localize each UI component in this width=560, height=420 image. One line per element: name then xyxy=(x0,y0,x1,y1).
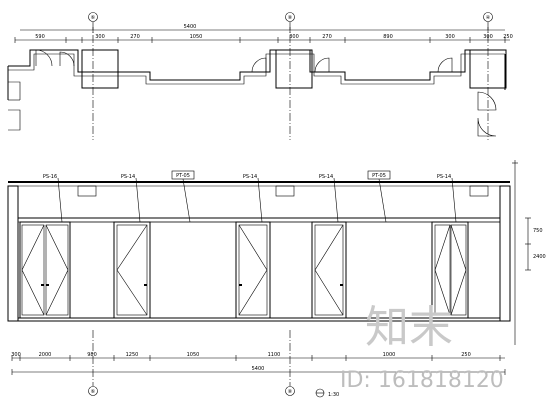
material-tag-5-label: PS-14 xyxy=(319,174,333,180)
elev-dim-seg-4: 1250 xyxy=(126,352,139,358)
plan-dim-seg-10: 250 xyxy=(503,34,513,40)
plan-dim-seg-3: 270 xyxy=(130,34,140,40)
plan-door-swing-5 xyxy=(477,91,497,137)
elev-dim-seg-7: 1000 xyxy=(383,352,396,358)
material-tag-1-label: PS-16 xyxy=(43,174,57,180)
plan-grid-label-2: ⑧ xyxy=(288,15,293,21)
plan-column-1 xyxy=(81,49,119,89)
elev-dim-seg-3: 980 xyxy=(87,352,97,358)
elevation-door-3 xyxy=(235,221,271,319)
elevation-view: PS-16 PS-14 PT-05 PS-14 PS-14 PT-05 PS-1… xyxy=(7,160,546,398)
material-tag-2: PS-14 xyxy=(121,174,141,223)
elevation-beam-3 xyxy=(469,185,489,197)
elev-dim-overall-label: 5400 xyxy=(252,366,265,372)
plan-dim-seg-6: 270 xyxy=(322,34,332,40)
plan-dim-overall-label: 5400 xyxy=(184,24,197,30)
elevation-grid-bubble-2: ⑧ xyxy=(285,330,295,396)
plan-door-swing-1 xyxy=(35,49,75,67)
plan-grid-label-3: ④ xyxy=(486,15,491,21)
material-tag-3-label: PT-05 xyxy=(176,173,190,179)
stone-panel-5 xyxy=(467,221,501,319)
elev-dim-seg-8: 250 xyxy=(461,352,471,358)
material-tag-1: PS-16 xyxy=(43,174,63,223)
plan-wall xyxy=(7,49,506,101)
elevation-right-wall xyxy=(499,185,511,322)
elevation-grid-bubble-1: ⑥ xyxy=(88,330,98,396)
elevation-dimension-segments: 300 2000 980 1250 1050 1100 1000 250 xyxy=(11,352,505,361)
elev-dim-seg-5: 1050 xyxy=(187,352,200,358)
elevation-vertical-dimensions: 750 2400 xyxy=(525,217,546,271)
material-tag-6-label: PT-05 xyxy=(372,173,386,179)
stone-panel-2 xyxy=(149,221,237,319)
watermark-brand: 知末 xyxy=(365,302,453,353)
elevation-vdim-2: 2400 xyxy=(533,254,546,260)
plan-dim-seg-9: 300 xyxy=(483,34,493,40)
material-tag-4-label: PS-14 xyxy=(243,174,257,180)
plan-dimension-overall: 5400 xyxy=(20,24,505,33)
elevation-door-2 xyxy=(113,221,151,319)
elevation-door-1 xyxy=(19,221,71,319)
elev-dim-seg-2: 2000 xyxy=(39,352,52,358)
material-tag-6: PT-05 xyxy=(367,170,391,223)
watermark-id: ID: 161818120 xyxy=(340,368,504,393)
plan-dim-seg-7: 890 xyxy=(383,34,393,40)
elevation-door-5 xyxy=(431,221,469,319)
elevation-vdim-1: 750 xyxy=(533,228,543,234)
plan-dim-seg-5: 300 xyxy=(289,34,299,40)
elevation-scale-label: 1:30 xyxy=(328,392,339,398)
plan-door-swing-2 xyxy=(251,57,267,73)
plan-dim-seg-1: 590 xyxy=(35,34,45,40)
plan-column-2 xyxy=(275,49,313,89)
plan-door-swing-4 xyxy=(437,57,453,73)
plan-dim-seg-2: 300 xyxy=(95,34,105,40)
material-tag-2-label: PS-14 xyxy=(121,174,135,180)
plan-dim-seg-4: 1050 xyxy=(190,34,203,40)
elev-grid-label-2: ⑧ xyxy=(288,389,293,395)
material-tag-7-label: PS-14 xyxy=(437,174,451,180)
elev-grid-label-1: ⑥ xyxy=(91,389,96,395)
elevation-title: 1:30 xyxy=(315,388,339,398)
plan-grid-bubble-3: ④ xyxy=(483,12,493,140)
watermark: 知末 ID: 161818120 xyxy=(340,302,504,393)
material-tag-5: PS-14 xyxy=(319,174,339,223)
plan-door-swing-3 xyxy=(314,57,330,73)
plan-grid-label-1: ⑥ xyxy=(91,15,96,21)
elev-dim-seg-1: 300 xyxy=(11,352,21,358)
elevation-dimension-overall: 5400 xyxy=(11,366,506,375)
plan-dim-seg-8: 300 xyxy=(445,34,455,40)
plan-dimension-segments: 590 300 270 1050 300 270 890 300 300 250 xyxy=(14,34,513,43)
elevation-beam-2 xyxy=(275,185,295,197)
elevation-left-wall xyxy=(7,185,19,322)
plan-view: ⑥ ⑧ ④ 5400 xyxy=(7,12,513,140)
material-tag-3: PT-05 xyxy=(171,170,195,223)
elev-dim-seg-6: 1100 xyxy=(268,352,281,358)
material-tag-4: PS-14 xyxy=(243,174,263,223)
stone-panel-3 xyxy=(269,221,313,319)
plan-column-3 xyxy=(469,49,507,89)
plan-grid-bubble-1: ⑥ xyxy=(88,12,98,140)
stone-panel-1 xyxy=(69,221,115,319)
plan-grid-bubble-2: ⑧ xyxy=(285,12,295,140)
elevation-beam-1 xyxy=(77,185,97,197)
plan-door-left xyxy=(8,81,21,131)
elevation-door-4 xyxy=(311,221,347,319)
material-tag-7: PS-14 xyxy=(437,174,457,223)
